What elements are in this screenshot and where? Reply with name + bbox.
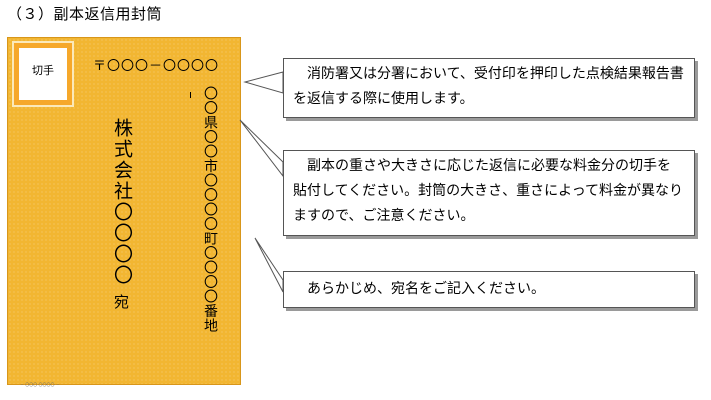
section-heading: （３）副本返信用封筒	[7, 5, 163, 23]
connector-3	[254, 237, 284, 293]
callout-address-note: あらかじめ、宛名をご記入ください。	[283, 271, 695, 308]
postal-code: 〒〇〇〇－〇〇〇〇	[93, 59, 220, 74]
stamp-label: 切手	[32, 64, 54, 77]
callout-postage: 副本の重さや大きさに応じた返信に必要な料金分の切手を貼付してください。封筒の大き…	[283, 150, 695, 236]
return-envelope	[7, 37, 241, 385]
postal-tick	[190, 92, 191, 98]
recipient-address: 〇〇県〇〇市〇〇〇〇町〇〇〇〇番地	[202, 86, 218, 333]
connector-1	[243, 71, 284, 94]
callout-reply-usage: 消防署又は分署において、受付印を押印した点検結果報告書を返信する際に使用します。	[283, 58, 695, 118]
fine-print: － 〇〇〇 〇〇〇〇 －	[20, 382, 60, 387]
recipient-suffix: 宛	[112, 294, 130, 309]
connector-2	[239, 119, 284, 178]
stamp-box: 切手	[12, 41, 74, 107]
recipient-company: 株式会社〇〇〇〇	[111, 118, 133, 286]
